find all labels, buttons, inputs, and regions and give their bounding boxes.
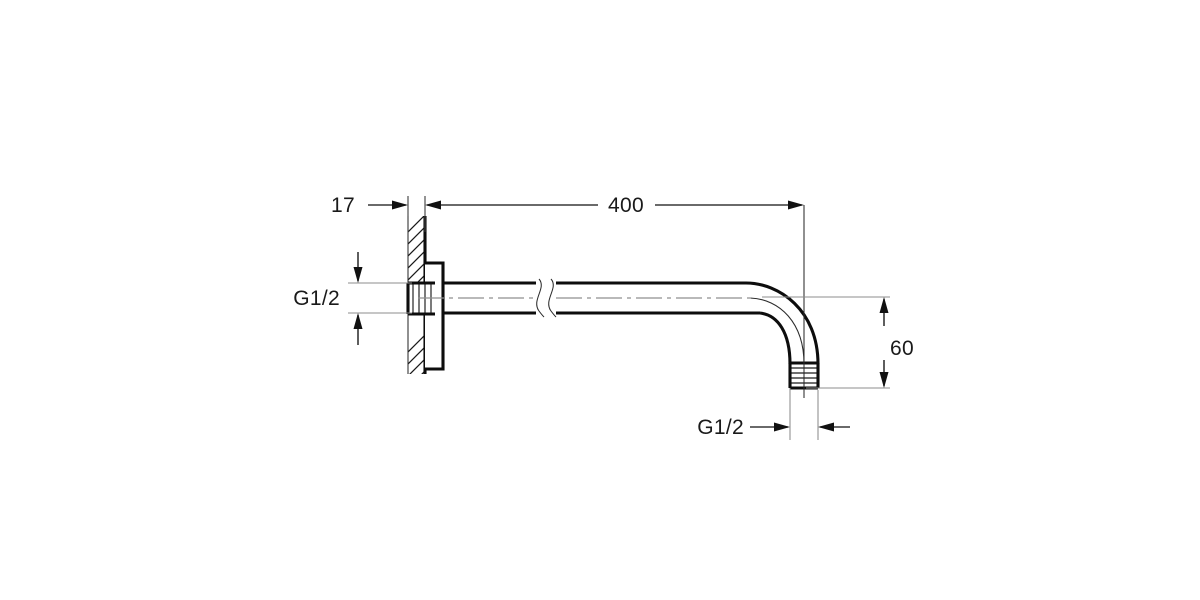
escutcheon-flange	[425, 261, 445, 371]
dimension-outlet-thread: G1/2	[697, 416, 850, 439]
center-lines	[418, 205, 805, 398]
dimension-label-outlet-g12: G1/2	[697, 416, 744, 439]
break-symbol	[536, 278, 557, 318]
elbow-bend	[745, 281, 820, 365]
wall-hatching-upper	[408, 216, 425, 284]
wall-hatching-lower	[408, 334, 425, 374]
dimension-label-inlet-g12: G1/2	[293, 287, 340, 310]
dimension-label-400: 400	[608, 194, 644, 217]
dimension-label-17: 17	[331, 194, 355, 217]
elbow-centerline-arc	[749, 297, 805, 365]
dimension-label-60: 60	[890, 337, 914, 360]
dimension-projection: 400	[425, 194, 804, 217]
extension-lines	[348, 196, 890, 440]
shower-arm-tube	[443, 278, 820, 365]
dimension-drop-height: 60	[879, 297, 914, 388]
dimension-inlet-thread: G1/2	[293, 252, 363, 345]
dimension-wall-thickness: 17	[331, 194, 408, 217]
